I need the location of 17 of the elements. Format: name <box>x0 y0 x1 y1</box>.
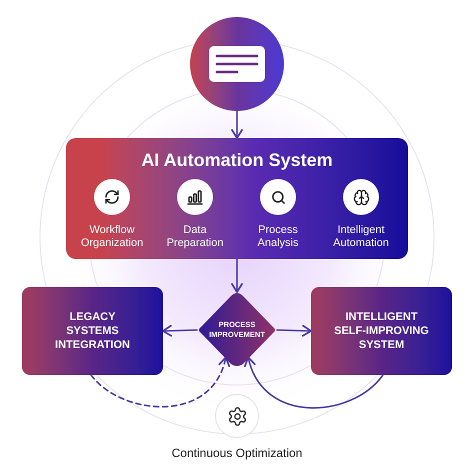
system-panel <box>66 138 408 259</box>
caption-label: Continuous Optimization <box>172 446 302 460</box>
arrow <box>276 324 312 337</box>
process-box <box>22 287 163 375</box>
dashed-curved-arrow <box>90 356 230 408</box>
box-label: LEGACY SYSTEMS INTEGRATION <box>54 310 131 352</box>
process-box <box>311 287 452 375</box>
curved-arrow <box>245 356 384 409</box>
item-label: Data Preparation <box>166 224 224 250</box>
item-label: Intelligent Automation <box>332 224 390 250</box>
arrow <box>162 324 198 337</box>
item-label: Workflow Organization <box>80 224 144 250</box>
item-label: Process Analysis <box>256 224 300 250</box>
panel-title: AI Automation System <box>141 149 333 171</box>
arrow <box>231 258 243 293</box>
box-label: INTELLIGENT SELF-IMPROVING SYSTEM <box>333 310 430 352</box>
arrow <box>231 110 243 139</box>
